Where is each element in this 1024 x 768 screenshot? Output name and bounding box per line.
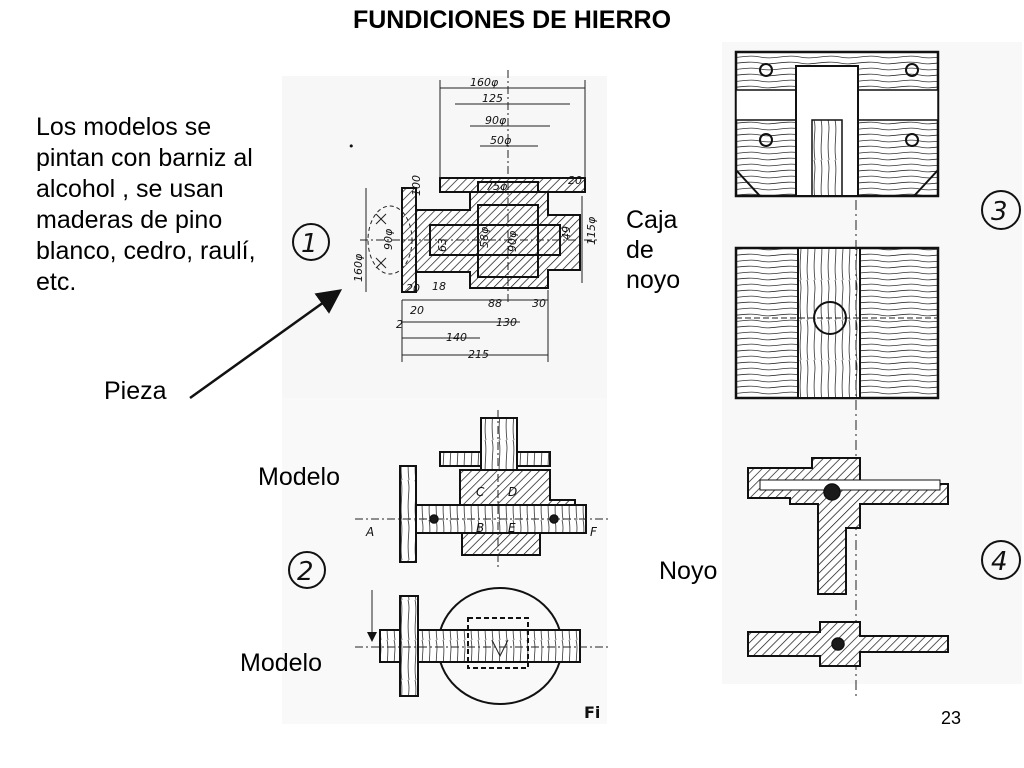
svg-text:D: D (508, 485, 517, 499)
label-noyo: Noyo (659, 557, 718, 585)
label-modelo-bottom: Modelo (240, 649, 322, 677)
svg-text:4: 4 (991, 547, 1008, 577)
svg-text:C: C (476, 485, 485, 499)
svg-text:90φ: 90φ (485, 114, 507, 127)
svg-text:49: 49 (560, 226, 573, 240)
svg-text:115φ: 115φ (585, 216, 598, 245)
svg-text:A: A (365, 525, 374, 539)
svg-text:125: 125 (482, 92, 503, 105)
figure-number-3: 3 (981, 190, 1021, 230)
label-pieza: Pieza (104, 377, 167, 405)
svg-text:130: 130 (496, 316, 517, 329)
svg-text:50φ: 50φ (490, 134, 512, 147)
description-text: Los modelos se pintan con barniz al alco… (36, 113, 256, 296)
svg-text:215: 215 (468, 348, 489, 361)
svg-text:90φ: 90φ (506, 230, 519, 252)
svg-text:18: 18 (432, 280, 446, 293)
caja-de-noyo-bottom (734, 200, 940, 700)
svg-text:160φ: 160φ (470, 76, 499, 89)
svg-text:58φ: 58φ (478, 226, 491, 248)
svg-text:B: B (476, 521, 484, 535)
svg-text:E: E (508, 521, 516, 535)
svg-text:75φ: 75φ (486, 180, 508, 193)
label-caja-line1: Caja (626, 206, 678, 234)
svg-text:88: 88 (488, 297, 502, 310)
figure-number-4: 4 (981, 540, 1021, 580)
svg-text:•: • (348, 140, 355, 153)
svg-text:20: 20 (406, 282, 420, 295)
page-number: 23 (941, 708, 962, 728)
figure-2-area (282, 398, 607, 724)
svg-text:20: 20 (410, 304, 424, 317)
caja-de-noyo-top (734, 50, 940, 198)
svg-text:1: 1 (301, 229, 318, 259)
svg-text:3: 3 (991, 197, 1008, 227)
modelo-lower-view: Fi (355, 587, 610, 722)
svg-text:140: 140 (446, 331, 467, 344)
label-caja-de-noyo: Caja de noyo (626, 205, 706, 295)
label-modelo-top: Modelo (258, 463, 340, 491)
label-caja-line3: noyo (626, 266, 681, 294)
svg-text:20: 20 (568, 174, 582, 187)
svg-text:2: 2 (297, 557, 314, 587)
slide-title: FUNDICIONES DE HIERRO (352, 6, 672, 34)
svg-text:90φ: 90φ (382, 228, 395, 250)
svg-text:100: 100 (410, 175, 423, 196)
figure-number-1: 1 (292, 223, 330, 261)
svg-text:F: F (590, 525, 598, 539)
figure-number-2: 2 (288, 551, 326, 589)
svg-text:Fi: Fi (584, 703, 600, 722)
svg-text:2: 2 (396, 318, 403, 331)
pieza-pointer-arrow (189, 289, 343, 400)
modelo-upper-view: A B C D E F (355, 410, 610, 570)
svg-text:30: 30 (532, 297, 546, 310)
pieza-drawing: 160φ 125 90φ 50φ 75φ 20 100 115φ 49 90φ … (348, 70, 600, 362)
noyo-drawing (747, 457, 949, 667)
svg-text:160φ: 160φ (352, 253, 365, 282)
label-caja-line2: de (626, 236, 654, 264)
svg-text:63: 63 (436, 238, 449, 252)
